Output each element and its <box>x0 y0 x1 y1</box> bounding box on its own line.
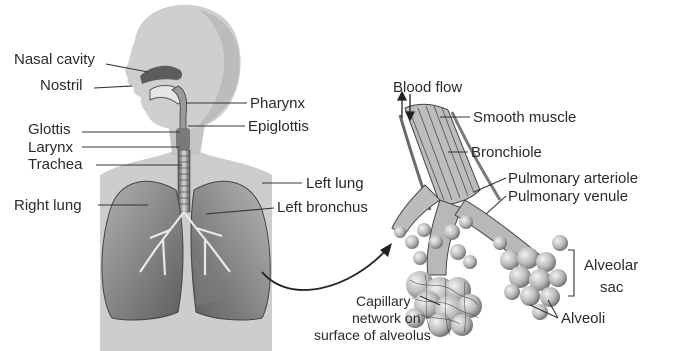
label-pharynx: Pharynx <box>250 95 306 112</box>
label-smooth-muscle: Smooth muscle <box>473 109 576 126</box>
label-right-lung: Right lung <box>14 197 82 214</box>
label-epiglottis: Epiglottis <box>248 118 309 135</box>
label-capillary-line2: network on <box>352 310 420 326</box>
bronchiole-alveoli-illustration <box>392 92 568 337</box>
label-capillary-line3: surface of alveolus <box>314 327 431 343</box>
label-alveolar-sac-line1: Alveolar <box>584 257 638 274</box>
label-left-bronchus: Left bronchus <box>277 199 368 216</box>
label-left-lung: Left lung <box>306 175 364 192</box>
label-nostril: Nostril <box>40 77 83 94</box>
label-larynx: Larynx <box>28 139 74 156</box>
label-trachea: Trachea <box>28 156 83 173</box>
label-bronchiole: Bronchiole <box>471 144 542 161</box>
label-pulmonary-arteriole: Pulmonary arteriole <box>508 170 638 187</box>
label-nasal-cavity: Nasal cavity <box>14 51 95 68</box>
label-alveoli: Alveoli <box>561 310 605 327</box>
label-glottis: Glottis <box>28 121 71 138</box>
human-torso-illustration <box>100 5 272 351</box>
label-alveolar-sac-line2: sac <box>600 279 624 296</box>
label-blood-flow: Blood flow <box>393 79 462 96</box>
label-pulmonary-venule: Pulmonary venule <box>508 188 628 205</box>
zoom-arrow <box>262 243 392 290</box>
label-capillary-line1: Capillary <box>356 293 410 309</box>
